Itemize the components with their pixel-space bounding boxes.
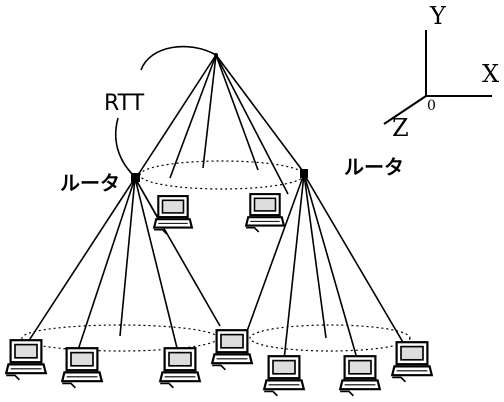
left-router-links: [27, 177, 221, 353]
computer-icon: [211, 329, 253, 371]
z-axis-line: [383, 95, 427, 125]
computer-icon: [263, 355, 305, 397]
y-axis-label: Y: [429, 2, 447, 30]
right-router-links: [245, 173, 405, 363]
coordinate-axes: [383, 30, 492, 125]
router-left-label: ルータ: [60, 171, 120, 195]
computer-icon: [391, 341, 433, 383]
origin-label: 0: [427, 98, 436, 114]
rtt-label: RTT: [104, 91, 145, 116]
computer-icon: [339, 355, 381, 397]
computer-icon: [153, 195, 193, 235]
x-axis-label: X: [482, 60, 499, 88]
z-axis-label: Z: [392, 114, 409, 142]
router-right-label: ルータ: [344, 155, 404, 179]
rtt-curve: [140, 45, 217, 71]
computer-icon: [5, 339, 47, 381]
upper-ellipse: [139, 160, 305, 190]
router-right-node: [300, 169, 308, 178]
computer-icon: [245, 193, 285, 233]
computer-icon: [159, 347, 201, 389]
lower-right-ellipse: [249, 324, 411, 352]
computer-icon: [61, 347, 103, 389]
root-links: [135, 54, 306, 195]
rtt-curve-lower: [114, 117, 135, 177]
router-left-node: [131, 173, 140, 182]
